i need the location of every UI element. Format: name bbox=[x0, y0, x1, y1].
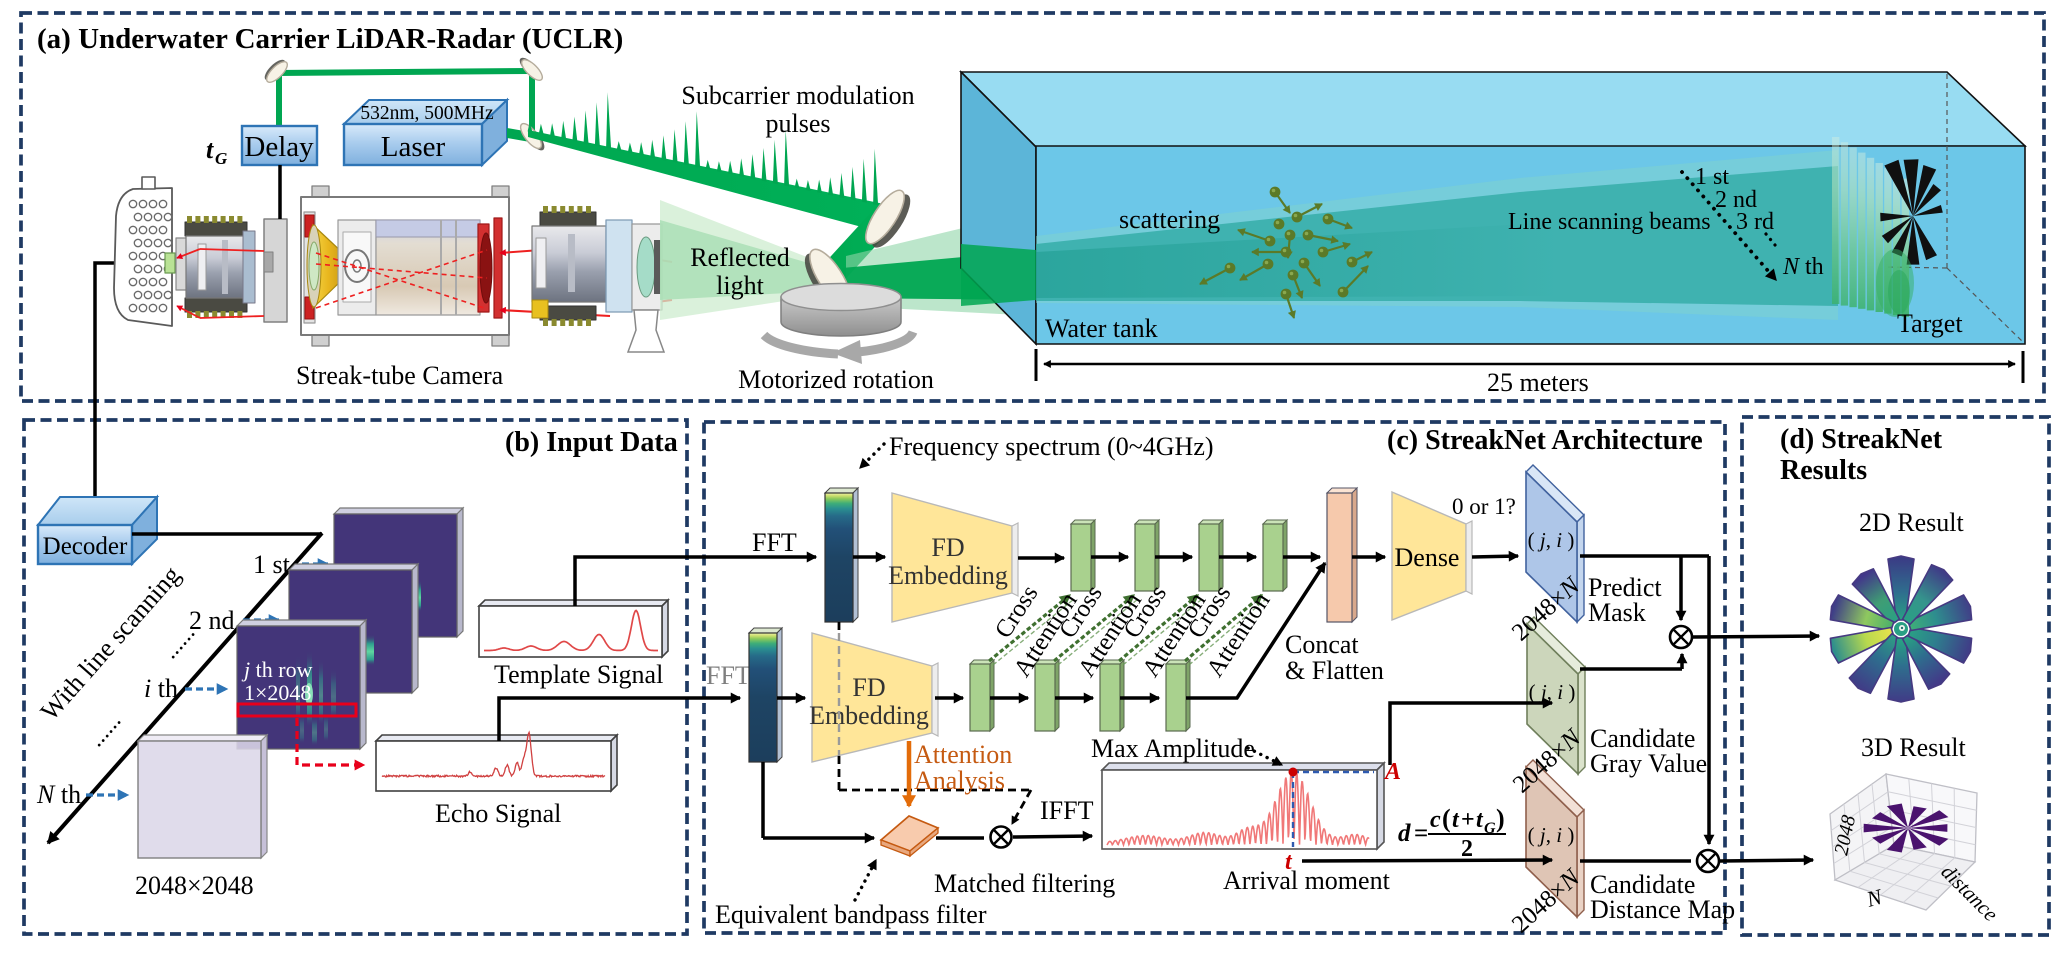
svg-text:N th: N th bbox=[36, 780, 81, 809]
svg-text:( j, i ): ( j, i ) bbox=[1528, 528, 1575, 552]
svg-text:Predict: Predict bbox=[1588, 573, 1662, 602]
svg-text:Streak-tube Camera: Streak-tube Camera bbox=[296, 361, 504, 390]
svg-text:Reflected: Reflected bbox=[690, 243, 790, 272]
svg-text:Decoder: Decoder bbox=[43, 533, 128, 560]
svg-text:Embedding: Embedding bbox=[809, 701, 929, 730]
svg-text:Gray Value: Gray Value bbox=[1590, 749, 1707, 778]
svg-text:Dense: Dense bbox=[1395, 543, 1460, 572]
svg-text:+: + bbox=[1461, 807, 1475, 833]
svg-text:Echo Signal: Echo Signal bbox=[435, 799, 561, 828]
svg-text:Motorized rotation: Motorized rotation bbox=[738, 365, 934, 394]
svg-text:1 st: 1 st bbox=[253, 550, 291, 579]
svg-text:Subcarrier modulation: Subcarrier modulation bbox=[681, 81, 914, 110]
svg-text:Max Amplitude: Max Amplitude bbox=[1091, 734, 1255, 763]
svg-text:2: 2 bbox=[1461, 836, 1473, 862]
svg-text:Distance Map: Distance Map bbox=[1590, 895, 1735, 924]
svg-text:): ) bbox=[1496, 804, 1505, 833]
svg-text:0 or 1?: 0 or 1? bbox=[1452, 494, 1516, 519]
svg-text:t: t bbox=[1285, 849, 1293, 875]
svg-text:FFT: FFT bbox=[752, 528, 797, 557]
svg-text:FFT: FFT bbox=[706, 661, 751, 690]
svg-text:pulses: pulses bbox=[766, 109, 831, 138]
svg-text:Matched filtering: Matched filtering bbox=[934, 869, 1115, 898]
svg-text:scattering: scattering bbox=[1119, 205, 1220, 234]
svg-text:Water tank: Water tank bbox=[1045, 314, 1158, 343]
svg-text:G: G bbox=[215, 149, 228, 168]
svg-text:Frequency spectrum (0~4GHz): Frequency spectrum (0~4GHz) bbox=[889, 432, 1214, 461]
svg-text:532nm, 500MHz: 532nm, 500MHz bbox=[360, 103, 494, 124]
svg-text:(c) StreakNet Architecture: (c) StreakNet Architecture bbox=[1387, 425, 1703, 456]
svg-text:G: G bbox=[1484, 820, 1496, 837]
svg-text:3 rd: 3 rd bbox=[1736, 209, 1774, 235]
svg-text:=: = bbox=[1414, 820, 1428, 847]
svg-text:Target: Target bbox=[1897, 309, 1963, 338]
svg-text:Concat: Concat bbox=[1285, 630, 1359, 659]
svg-text:c: c bbox=[1430, 807, 1441, 833]
svg-text:N th: N th bbox=[1782, 254, 1824, 280]
svg-text:A: A bbox=[1383, 759, 1401, 785]
svg-text:d: d bbox=[1398, 820, 1411, 847]
svg-text:FD: FD bbox=[852, 673, 885, 702]
svg-text:Embedding: Embedding bbox=[888, 561, 1008, 590]
svg-text:& Flatten: & Flatten bbox=[1285, 656, 1384, 685]
svg-text:Mask: Mask bbox=[1588, 598, 1646, 627]
svg-text:25 meters: 25 meters bbox=[1487, 368, 1589, 397]
svg-text:Arrival moment: Arrival moment bbox=[1223, 866, 1391, 895]
svg-text:(: ( bbox=[1442, 804, 1451, 833]
svg-text:Template Signal: Template Signal bbox=[494, 660, 663, 689]
svg-text:t: t bbox=[1452, 807, 1460, 833]
svg-text:i th: i th bbox=[144, 674, 178, 703]
svg-text:2D Result: 2D Result bbox=[1859, 508, 1965, 537]
svg-text:1×2048: 1×2048 bbox=[244, 680, 311, 705]
svg-text:2 nd: 2 nd bbox=[1715, 187, 1757, 213]
svg-text:Line scanning beams: Line scanning beams bbox=[1508, 209, 1711, 235]
svg-text:Equivalent bandpass filter: Equivalent bandpass filter bbox=[715, 900, 987, 929]
svg-text:Attention: Attention bbox=[914, 740, 1012, 769]
svg-text:Candidate: Candidate bbox=[1590, 870, 1695, 899]
svg-text:Results: Results bbox=[1780, 455, 1867, 486]
svg-text:Laser: Laser bbox=[381, 131, 446, 163]
svg-text:(b) Input Data: (b) Input Data bbox=[505, 427, 678, 458]
svg-text:2048×2048: 2048×2048 bbox=[135, 871, 254, 900]
svg-text:1 st: 1 st bbox=[1695, 164, 1729, 190]
svg-text:Analysis: Analysis bbox=[914, 766, 1005, 795]
svg-text:IFFT: IFFT bbox=[1040, 796, 1094, 825]
svg-text:2 nd: 2 nd bbox=[189, 606, 235, 635]
svg-text:(d) StreakNet: (d) StreakNet bbox=[1780, 424, 1943, 455]
svg-text:j th row: j th row bbox=[241, 657, 313, 682]
svg-text:Candidate: Candidate bbox=[1590, 724, 1695, 753]
svg-text:(a) Underwater Carrier LiDAR-R: (a) Underwater Carrier LiDAR-Radar (UCLR… bbox=[37, 23, 623, 55]
svg-text:3D Result: 3D Result bbox=[1861, 733, 1967, 762]
svg-text:( j, i ): ( j, i ) bbox=[1528, 823, 1575, 847]
svg-text:t: t bbox=[1476, 807, 1484, 833]
svg-text:( j, i ): ( j, i ) bbox=[1529, 680, 1576, 704]
svg-text:light: light bbox=[716, 271, 764, 300]
svg-text:Delay: Delay bbox=[244, 131, 314, 163]
svg-text:t: t bbox=[206, 135, 214, 164]
svg-text:FD: FD bbox=[931, 533, 964, 562]
